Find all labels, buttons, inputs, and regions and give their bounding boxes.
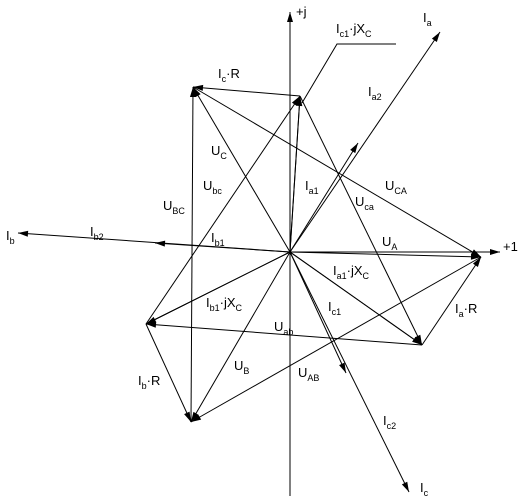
- label-uc: UC: [211, 143, 227, 161]
- label-ibr: Ib·R: [138, 373, 160, 391]
- label-ic1: Ic1: [328, 299, 341, 317]
- phasor-uca-small: [299, 95, 423, 346]
- phasor-u-ab: [190, 256, 482, 423]
- label-ib: Ib: [6, 228, 15, 246]
- phasor-ib1-jxc: [145, 251, 291, 325]
- label-uab: UAB: [298, 365, 319, 383]
- imaginary-axis: [287, 12, 293, 496]
- label-ic2: Ic2: [383, 413, 396, 431]
- label-ic1jxc: Ic1·jXC: [336, 21, 372, 39]
- phasor-ic: [289, 251, 410, 493]
- phasor-ia1: [289, 142, 359, 253]
- phasor-ua: [289, 251, 482, 260]
- label-uca: UCA: [385, 178, 407, 196]
- label-ia1jxc: Ia1·jXC: [333, 263, 370, 281]
- axis-label-real: +1: [503, 239, 518, 254]
- label-uab: Uab: [274, 319, 293, 337]
- ic1-jxc-leader: [301, 43, 396, 104]
- phasor-ub: [190, 251, 291, 423]
- label-uca: Uca: [355, 194, 374, 212]
- phasor-ic1-jxc: [289, 95, 301, 253]
- phasor-u-bc: [189, 86, 196, 423]
- label-ub: UB: [234, 358, 249, 376]
- label-icr: Ic·R: [218, 66, 240, 84]
- phasor-ic1: [289, 251, 347, 374]
- label-iar: Ia·R: [455, 301, 477, 319]
- phasor-ubc-small: [145, 95, 301, 325]
- label-ua: UA: [382, 234, 397, 252]
- label-ia1: Ia1: [305, 178, 319, 196]
- real-axis: [290, 249, 500, 255]
- label-ubc: Ubc: [203, 178, 222, 196]
- label-ubc: UBC: [163, 198, 185, 216]
- label-ia2: Ia2: [368, 84, 382, 102]
- phasor-uc: [192, 86, 291, 253]
- label-ib1: Ib1: [211, 230, 225, 248]
- label-ib2: Ib2: [90, 224, 104, 242]
- phasor-ia: [289, 31, 441, 253]
- phasor-ic-r: [192, 84, 301, 97]
- label-ic: Ic: [420, 480, 429, 496]
- phasor-ib1: [154, 240, 291, 253]
- phasor-ia-r: [421, 256, 482, 346]
- axis-label-imaginary: +j: [296, 4, 307, 19]
- phasor-ia1-jxc: [289, 251, 423, 346]
- phasor-uab-small: [145, 321, 423, 346]
- label-ib1jxc: Ib1·jXC: [206, 295, 243, 313]
- label-ia: Ia: [423, 10, 432, 28]
- phasor-ib-r: [145, 323, 192, 423]
